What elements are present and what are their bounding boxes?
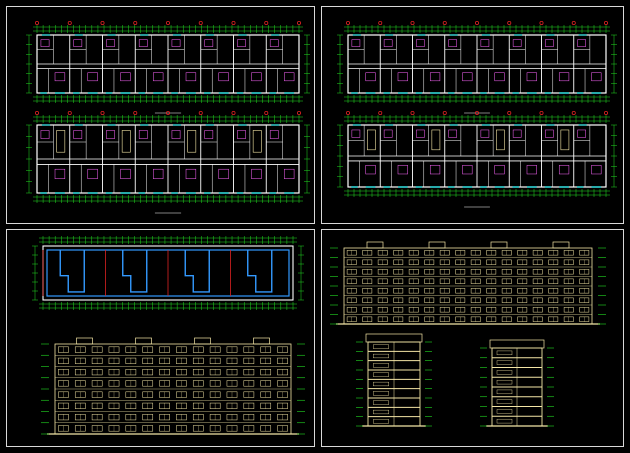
front-elevation xyxy=(41,337,305,435)
roof-and-elevation-drawing xyxy=(32,236,305,435)
sheet-roof-and-front-elevation xyxy=(6,229,315,447)
rear-elevation xyxy=(330,241,606,325)
floor-plans-b-drawing xyxy=(337,20,617,208)
roof-plan xyxy=(32,236,304,310)
floor-plan-upper-right xyxy=(337,20,617,114)
floor-plan-lower-left xyxy=(26,111,310,214)
sheet-floor-plans-b xyxy=(321,6,624,224)
floor-plan-upper-left xyxy=(26,20,310,114)
section-view-right xyxy=(480,339,554,427)
floor-plans-a-drawing xyxy=(26,20,310,214)
elevation-and-sections-drawing xyxy=(330,241,606,427)
sheet-rear-elevation-and-sections xyxy=(321,229,624,447)
section-view-left xyxy=(356,333,432,427)
floor-plan-lower-right xyxy=(337,111,617,208)
sheet-floor-plans-a xyxy=(6,6,315,224)
